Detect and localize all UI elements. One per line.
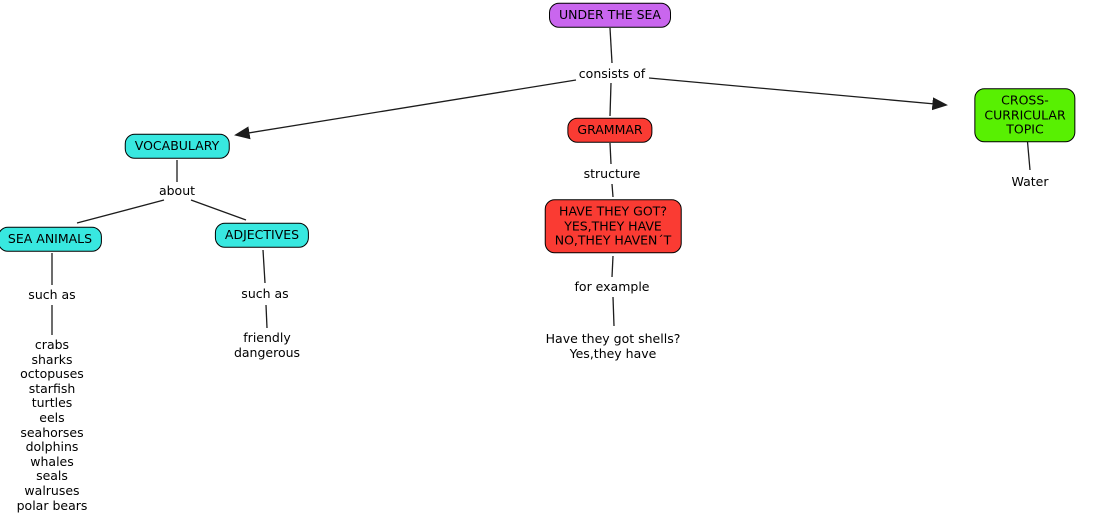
leaf-water[interactable]: Water bbox=[1011, 174, 1049, 189]
link-label-about[interactable]: about bbox=[156, 182, 198, 199]
node-vocabulary[interactable]: VOCABULARY bbox=[124, 133, 230, 159]
leaf-adjective-examples[interactable]: friendly dangerous bbox=[233, 330, 301, 360]
node-have-they-got[interactable]: HAVE THEY GOT? YES,THEY HAVE NO,THEY HAV… bbox=[544, 199, 682, 253]
node-grammar[interactable]: GRAMMAR bbox=[567, 117, 653, 143]
leaf-grammar-example[interactable]: Have they got shells? Yes,they have bbox=[545, 331, 681, 361]
link-label-such-as-adjectives[interactable]: such as bbox=[239, 285, 291, 302]
node-sea-animals[interactable]: SEA ANIMALS bbox=[0, 226, 103, 252]
link-label-structure[interactable]: structure bbox=[581, 165, 643, 182]
node-cross-curricular-topic[interactable]: CROSS-CURRICULAR TOPIC bbox=[974, 88, 1076, 142]
leaf-animals-list[interactable]: crabs sharks octopuses starfish turtles … bbox=[16, 337, 88, 513]
node-adjectives[interactable]: ADJECTIVES bbox=[214, 222, 310, 248]
node-under-the-sea[interactable]: UNDER THE SEA bbox=[549, 2, 671, 28]
link-label-for-example[interactable]: for example bbox=[572, 278, 652, 295]
link-label-such-as-animals[interactable]: such as bbox=[26, 286, 78, 303]
link-label-consists-of[interactable]: consists of bbox=[576, 65, 648, 82]
